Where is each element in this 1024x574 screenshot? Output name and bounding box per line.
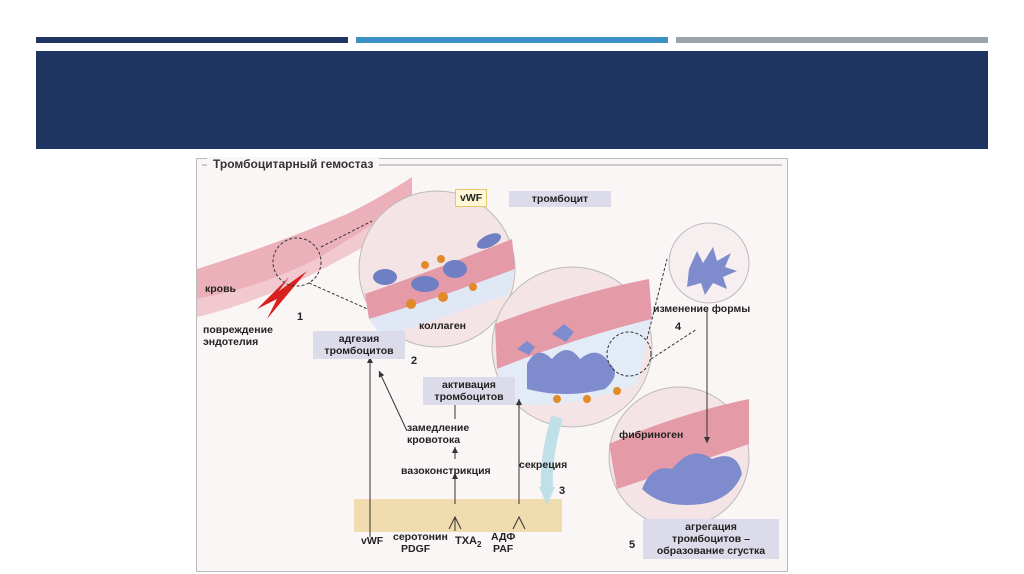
aggregation-line1: агрегация (685, 521, 737, 533)
label-shape-change: изменение формы (653, 303, 751, 315)
label-slowdown-line2: кровотока (407, 434, 461, 446)
platelet-callout: тромбоцит (509, 191, 611, 207)
adhesion-line1: адгезия (338, 333, 380, 345)
txa-subscript: 2 (477, 540, 482, 550)
vessel-wall-lower (197, 199, 412, 317)
label-serotonin: серотонин (393, 531, 448, 543)
label-slowdown-line1: замедление (407, 422, 470, 434)
activation-line2: тромбоцитов (434, 391, 504, 403)
vessel-wall (197, 177, 412, 299)
label-paf: PAF (493, 543, 514, 555)
label-endothelium-damage-line1: повреждение (203, 324, 273, 336)
aggregation-line2: тромбоцитов – (672, 533, 750, 545)
injury-lightning-icon (257, 271, 307, 319)
hemostasis-illustration (197, 164, 782, 537)
label-adp: АДФ (491, 531, 516, 543)
slide-title-banner (36, 51, 988, 149)
label-endothelium-damage-line2: эндотелия (203, 336, 259, 348)
label-blood: кровь (205, 283, 236, 295)
injury-zoom-circle (272, 237, 322, 287)
step-number-1: 1 (297, 311, 304, 323)
accent-bar-blue (356, 37, 668, 43)
step-number-3: 3 (559, 485, 566, 497)
txa-text: TXA (455, 535, 477, 547)
vwf-callout: vWF (455, 189, 488, 207)
label-secretion: секреция (519, 459, 568, 471)
label-fibrinogen: фибриноген (619, 429, 684, 441)
label-pdgf: PDGF (401, 543, 431, 555)
step-number-4: 4 (675, 321, 682, 333)
step-number-5: 5 (629, 539, 636, 551)
label-vwf-bottom: vWF (361, 535, 384, 547)
mediator-band (354, 499, 562, 532)
aggregation-box: агрегация тромбоцитов – образование сгус… (643, 519, 779, 559)
adhesion-box: адгезия тромбоцитов (313, 331, 405, 359)
activation-box: активация тромбоцитов (423, 377, 515, 405)
activation-line1: активация (442, 379, 496, 391)
label-txa2: TXA2 (455, 535, 481, 551)
hemostasis-figure: Тромбоцитарный гемостаз vWF тромбоцит кр… (196, 157, 788, 572)
step-number-2: 2 (411, 355, 418, 367)
adhesion-line2: тромбоцитов (324, 345, 394, 357)
aggregation-line3: образование сгустка (656, 545, 766, 557)
label-vasoconstriction: вазоконстрикция (401, 465, 491, 477)
accent-bar-gray (676, 37, 988, 43)
label-collagen: коллаген (419, 320, 467, 332)
figure-title: Тромбоцитарный гемостаз (207, 157, 380, 171)
accent-bar-navy (36, 37, 348, 43)
